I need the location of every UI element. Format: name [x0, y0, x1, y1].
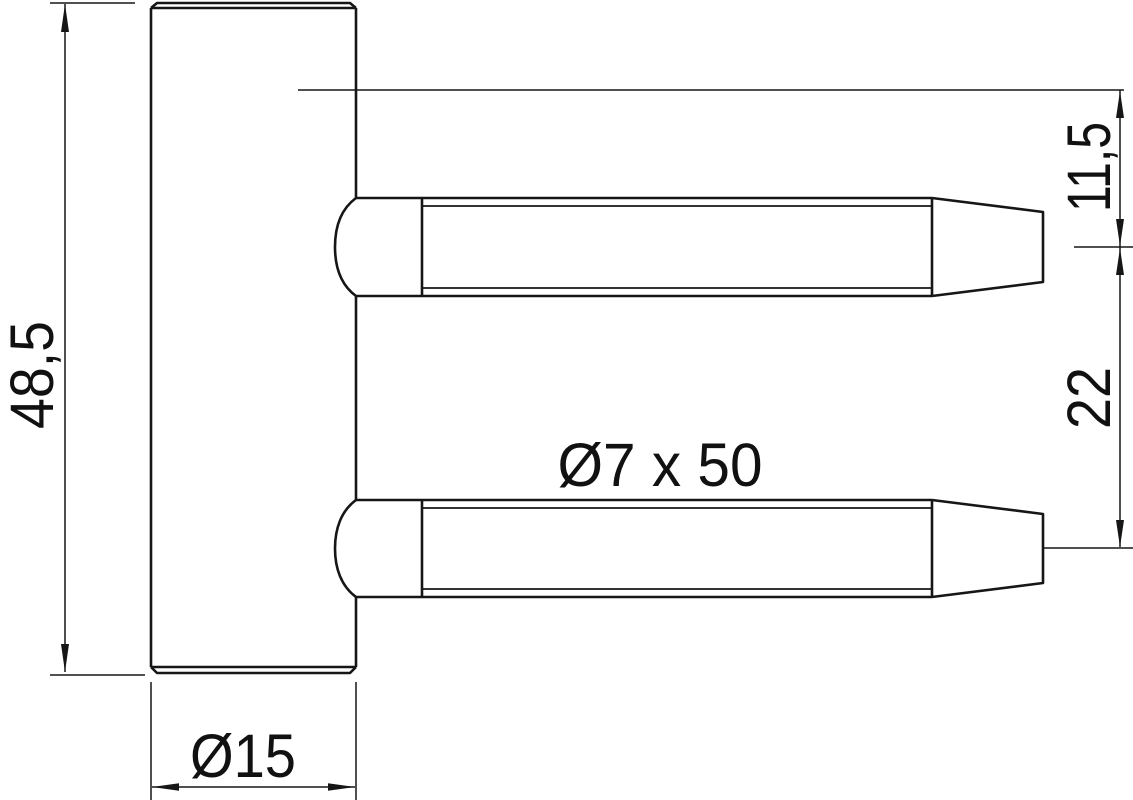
spacing-arrow-down — [1116, 520, 1124, 547]
height-arrow-up — [61, 4, 69, 32]
lower-pin-dome-cap — [333, 498, 357, 599]
dimension-barrel-diameter: Ø15 — [150, 682, 357, 800]
barrel-bottom-edge — [150, 666, 357, 675]
diameter-arrow-left — [152, 783, 179, 791]
dimension-pin-positions: 11,5 22 — [298, 89, 1133, 549]
spacing-arrow-up — [1116, 248, 1124, 275]
diameter-arrow-right — [328, 783, 355, 791]
upper-pin-taper-tip — [931, 196, 1045, 298]
offset-arrow-up — [1116, 91, 1124, 118]
upper-pin-dome-cap — [333, 196, 357, 298]
height-dimension-label: 48,5 — [0, 321, 66, 429]
hinge-part-outline — [149, 1, 1045, 675]
lower-pin-taper-tip — [931, 498, 1045, 599]
height-arrow-down — [61, 644, 69, 672]
barrel-outline — [149, 1, 358, 675]
spacing-dimension-label: 22 — [1055, 367, 1123, 429]
dimension-overall-height: 48,5 — [0, 2, 145, 676]
pin-size-label: Ø7 x 50 — [558, 431, 763, 499]
lower-pin-outline — [333, 498, 1045, 599]
upper-pin-outline — [333, 196, 1045, 298]
diameter-dimension-label: Ø15 — [190, 722, 296, 790]
offset-dimension-label: 11,5 — [1055, 122, 1123, 212]
barrel-top-edge — [150, 1, 357, 9]
offset-arrow-down — [1116, 219, 1124, 246]
